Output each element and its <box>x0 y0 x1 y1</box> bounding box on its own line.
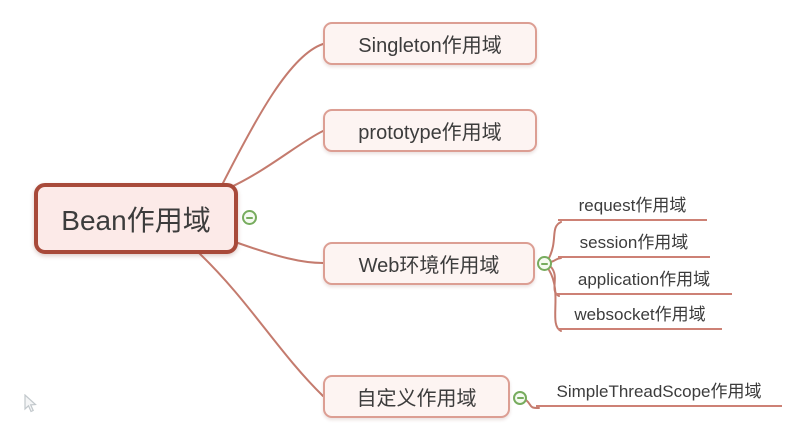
topic-application-label: application作用域 <box>577 270 711 289</box>
minus-icon <box>246 216 253 219</box>
collapse-minus-icon-web[interactable] <box>537 256 552 271</box>
topic-prototype-scope[interactable]: prototype作用域 <box>323 109 537 152</box>
collapse-minus-icon-root[interactable] <box>242 210 257 225</box>
topic-web-env-label: Web环境作用域 <box>358 255 500 277</box>
topic-session-scope[interactable]: session作用域 <box>558 233 710 258</box>
topic-web-env-scope[interactable]: Web环境作用域 <box>323 242 535 285</box>
topic-singleton-scope[interactable]: Singleton作用域 <box>323 22 537 65</box>
topic-application-scope[interactable]: application作用域 <box>556 270 732 295</box>
topic-simplethreadscope-label: SimpleThreadScope作用域 <box>556 382 762 401</box>
topic-root-label: Bean作用域 <box>61 204 211 236</box>
connector-root-web <box>237 242 324 264</box>
collapse-minus-icon-custom[interactable] <box>513 391 527 405</box>
minus-icon <box>541 262 548 265</box>
topic-websocket-label: websocket作用域 <box>574 305 706 324</box>
topic-custom-label: 自定义作用域 <box>356 388 477 410</box>
minus-icon <box>516 397 524 399</box>
topic-custom-scope[interactable]: 自定义作用域 <box>323 375 510 418</box>
topic-simplethreadscope[interactable]: SimpleThreadScope作用域 <box>536 382 782 407</box>
topic-request-scope[interactable]: request作用域 <box>558 196 707 221</box>
connector-web-session <box>550 257 562 263</box>
topic-prototype-label: prototype作用域 <box>358 122 502 144</box>
topic-singleton-label: Singleton作用域 <box>358 35 502 57</box>
topic-websocket-scope[interactable]: websocket作用域 <box>558 305 722 330</box>
connector-root-prototype <box>228 130 324 189</box>
topic-request-label: request作用域 <box>578 196 687 215</box>
connector-root-custom <box>198 252 324 397</box>
topic-root-bean-scope[interactable]: Bean作用域 <box>34 183 238 254</box>
connector-root-singleton <box>220 43 324 188</box>
mouse-cursor-arrow-icon <box>24 394 37 413</box>
topic-session-label: session作用域 <box>579 233 689 252</box>
